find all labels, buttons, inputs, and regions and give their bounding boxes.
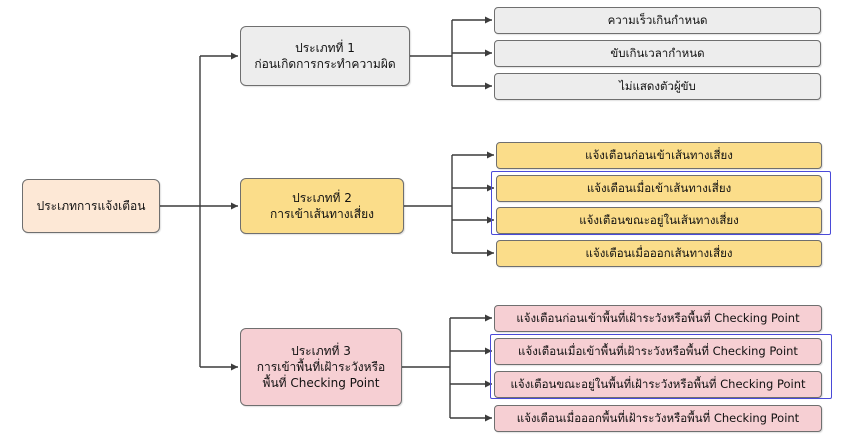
leaf-label: แจ้งเตือนเมื่อเข้าเส้นทางเสี่ยง	[586, 180, 732, 195]
category-2-leaf-3: แจ้งเตือนขณะอยู่ในเส้นทางเสี่ยง	[496, 207, 822, 234]
root-node-label: ประเภทการแจ้งเตือน	[36, 198, 146, 213]
leaf-label: ไม่แสดงตัวผู้ขับ	[619, 78, 696, 93]
leaf-label: แจ้งเตือนเมื่อเข้าพื้นที่เฝ้าระวังหรือพื…	[518, 343, 798, 358]
leaf-label: แจ้งเตือนเมื่อออกเส้นทางเสี่ยง	[585, 245, 733, 260]
category-1-node: ประเภทที่ 1 ก่อนเกิดการกระทำความผิด	[240, 26, 410, 86]
category-3-node: ประเภทที่ 3 การเข้าพื้นที่เฝ้าระวังหรือ …	[240, 328, 402, 406]
category-2-node: ประเภทที่ 2 การเข้าเส้นทางเสี่ยง	[240, 178, 404, 234]
category-3-highlight-frame	[490, 334, 832, 399]
category-2-subtitle: การเข้าเส้นทางเสี่ยง	[270, 207, 374, 221]
leaf-label: ขับเกินเวลากำหนด	[610, 45, 705, 60]
leaf-label: แจ้งเตือนเมื่อออกพื้นที่เฝ้าระวังหรือพื้…	[516, 410, 800, 425]
category-1-subtitle: ก่อนเกิดการกระทำความผิด	[254, 57, 396, 71]
category-3-subtitle-line-2: พื้นที่ Checking Point	[262, 376, 380, 391]
category-1-leaf-2: ขับเกินเวลากำหนด	[494, 40, 821, 67]
category-2-leaf-2: แจ้งเตือนเมื่อเข้าเส้นทางเสี่ยง	[496, 175, 822, 202]
leaf-label: แจ้งเตือนก่อนเข้าพื้นที่เฝ้าระวังหรือพื้…	[516, 310, 800, 325]
category-2-leaf-1: แจ้งเตือนก่อนเข้าเส้นทางเสี่ยง	[496, 142, 822, 169]
leaf-label: แจ้งเตือนขณะอยู่ในพื้นที่เฝ้าระวังหรือพื…	[510, 376, 806, 391]
category-3-leaf-4: แจ้งเตือนเมื่อออกพื้นที่เฝ้าระวังหรือพื้…	[494, 405, 822, 432]
category-1-leaf-3: ไม่แสดงตัวผู้ขับ	[494, 73, 821, 100]
category-2-highlight-frame	[491, 171, 831, 235]
category-3-title: ประเภทที่ 3	[291, 343, 351, 358]
category-3-subtitle-line-1: การเข้าพื้นที่เฝ้าระวังหรือ	[256, 359, 386, 374]
category-1-leaf-1: ความเร็วเกินกำหนด	[494, 7, 821, 34]
leaf-label: ความเร็วเกินกำหนด	[607, 12, 708, 27]
category-3-leaf-1: แจ้งเตือนก่อนเข้าพื้นที่เฝ้าระวังหรือพื้…	[494, 305, 822, 332]
root-node: ประเภทการแจ้งเตือน	[22, 179, 160, 233]
category-1-title: ประเภทที่ 1	[295, 40, 355, 55]
category-2-leaf-4: แจ้งเตือนเมื่อออกเส้นทางเสี่ยง	[496, 240, 822, 267]
category-3-leaf-3: แจ้งเตือนขณะอยู่ในพื้นที่เฝ้าระวังหรือพื…	[494, 371, 822, 398]
category-2-title: ประเภทที่ 2	[292, 190, 352, 205]
category-3-leaf-2: แจ้งเตือนเมื่อเข้าพื้นที่เฝ้าระวังหรือพื…	[494, 338, 822, 365]
leaf-label: แจ้งเตือนก่อนเข้าเส้นทางเสี่ยง	[585, 147, 733, 162]
leaf-label: แจ้งเตือนขณะอยู่ในเส้นทางเสี่ยง	[579, 212, 739, 227]
